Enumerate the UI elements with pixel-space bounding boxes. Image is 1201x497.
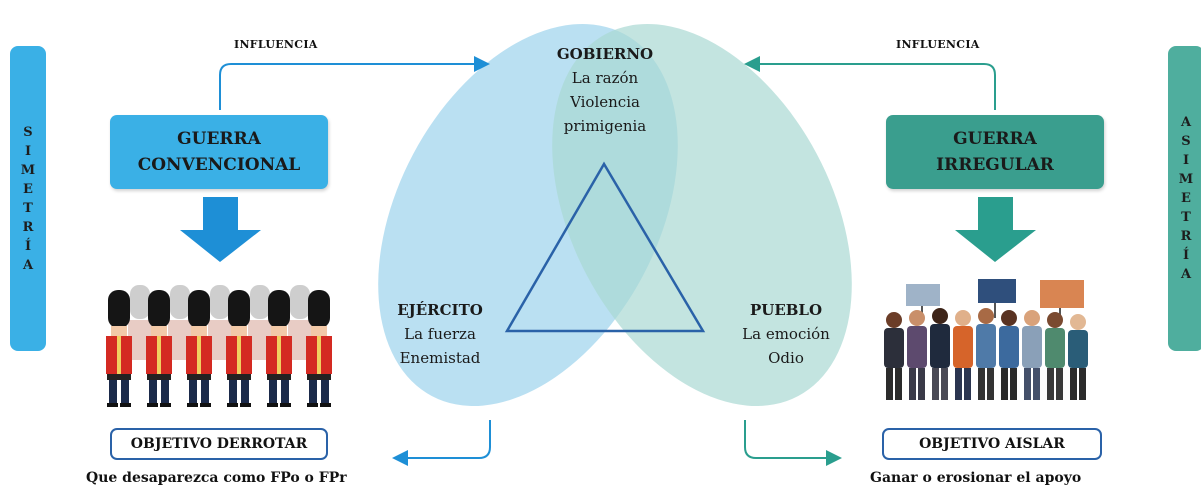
army-line2: Enemistad [399,349,481,367]
left-influence-label: INFLUENCIA [234,38,318,51]
right-return-arrow [744,420,842,466]
asymmetry-letter: Í [1182,248,1190,263]
irregular-war-line1: GUERRA [953,129,1037,149]
government-line3: primigenia [563,117,647,135]
asymmetry-letter: A [1180,267,1192,282]
left-return-arrow [392,420,491,466]
symmetry-letter: R [22,219,34,235]
asymmetry-letter: M [1178,172,1194,187]
symmetry-letter: Í [24,238,32,254]
asymmetry-letter: R [1180,229,1192,244]
symmetry-letter: I [24,143,32,159]
asymmetry-letter: I [1182,153,1190,168]
people-title: PUEBLO [749,301,823,319]
irregular-war-line2: IRREGULAR [936,155,1054,175]
soldier-row [106,290,332,407]
people-line1: La emoción [742,325,830,343]
people-government-ellipse [552,23,852,407]
isolate-objective-box: OBJETIVO AISLAR [882,428,1102,460]
trinity-triangle [504,161,706,333]
asymmetry-letter: T [1181,210,1191,225]
people-node: PUEBLO La emoción Odio [726,298,846,370]
defeat-result-text: Que desaparezca como FPo o FPr [86,470,347,486]
conventional-war-box: GUERRA CONVENCIONAL [110,115,328,189]
government-title: GOBIERNO [556,45,654,63]
symmetry-letter: T [23,200,33,216]
irregular-war-box: GUERRA IRREGULAR [886,115,1104,189]
army-title: EJÉRCITO [397,301,483,319]
soldiers-illustration [106,285,332,407]
left-down-arrow [180,197,261,262]
symmetry-letter: M [20,162,36,178]
symmetry-letter: S [23,124,33,140]
symmetry-letter: A [22,257,34,273]
army-line1: La fuerza [404,325,476,343]
government-node: GOBIERNO La razón Violencia primigenia [540,42,670,138]
right-down-arrow [955,197,1036,262]
symmetry-letter: E [23,181,33,197]
protest-crowd-illustration [884,279,1088,400]
defeat-objective-box: OBJETIVO DERROTAR [110,428,328,460]
right-influence-label: INFLUENCIA [896,38,980,51]
left-influence-arrow [219,56,490,110]
asymmetry-letter: S [1181,134,1191,149]
army-node: EJÉRCITO La fuerza Enemistad [382,298,498,370]
people-line2: Odio [768,349,804,367]
conventional-war-line2: CONVENCIONAL [137,155,301,175]
government-line1: La razón [571,69,639,87]
asymmetry-letter: E [1181,191,1191,206]
asymmetry-letter: A [1180,115,1192,130]
conventional-war-line1: GUERRA [177,129,261,149]
right-influence-arrow [744,56,996,110]
government-line2: Violencia [570,93,640,111]
isolate-result-text: Ganar o erosionar el apoyo [870,470,1082,486]
